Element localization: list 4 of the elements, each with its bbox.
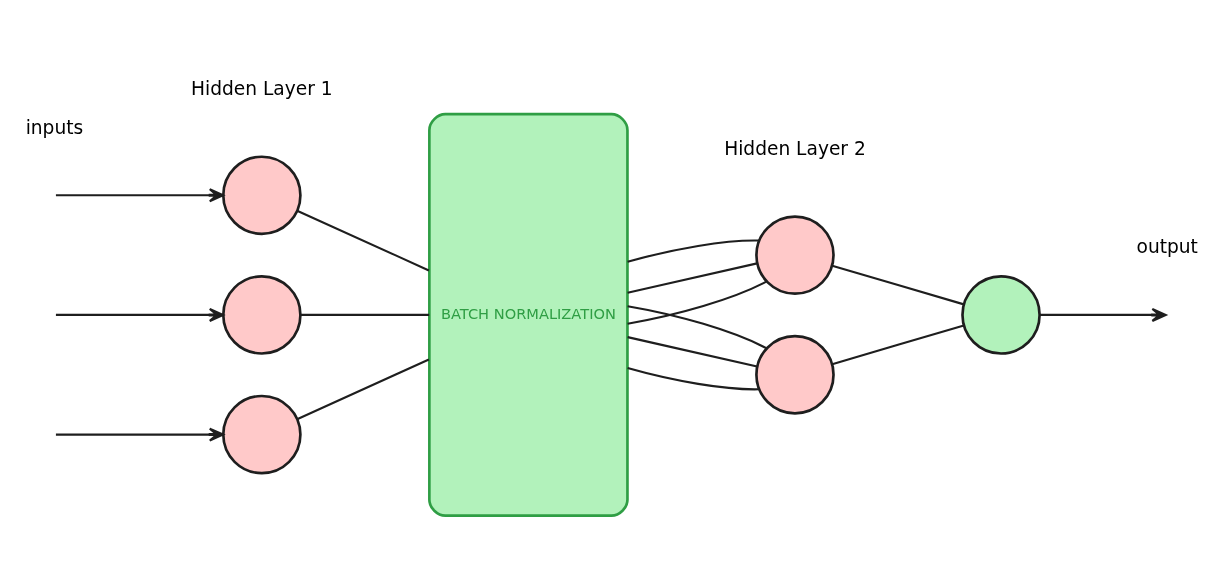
label: Hidden Layer 1 (191, 77, 333, 99)
label: output (1136, 235, 1198, 257)
label: Hidden Layer 2 (724, 137, 866, 159)
label: inputs (25, 116, 84, 138)
